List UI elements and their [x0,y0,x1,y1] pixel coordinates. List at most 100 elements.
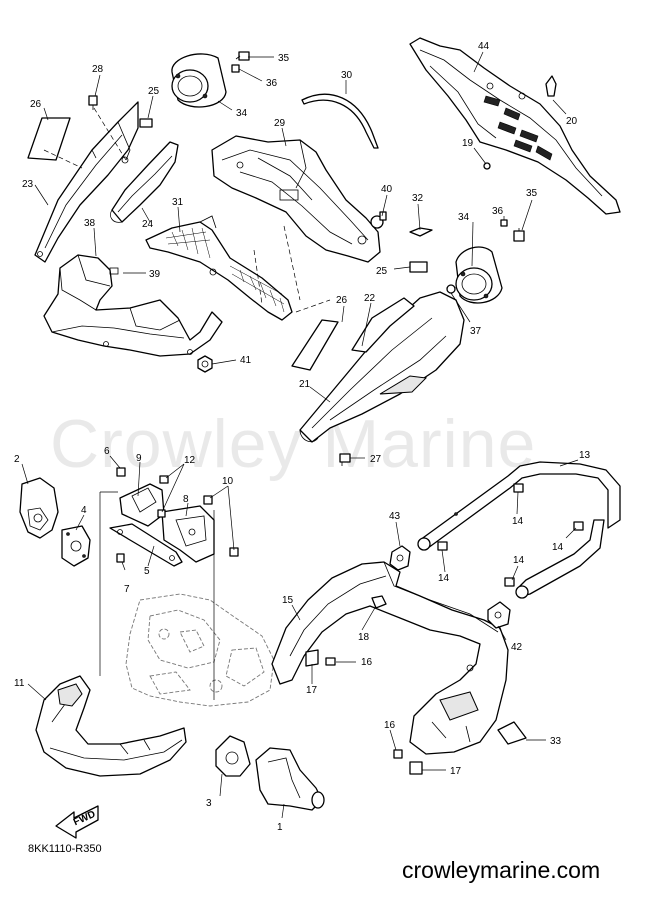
callout-16a: 16 [361,657,373,668]
callout-26a: 26 [30,99,42,110]
pad-25-right [409,261,428,273]
callout-44: 44 [478,41,490,52]
duct-1 [255,747,325,811]
callout-36b: 36 [492,206,504,217]
bolt-7 [116,553,125,563]
bolt-10a [203,495,213,505]
callout-27: 27 [370,454,382,465]
mesh-panel-31 [145,215,293,321]
callout-21: 21 [299,379,311,390]
nut-41 [197,355,213,373]
bolt-14a [513,483,524,493]
callout-22: 22 [364,293,376,304]
bolt-14d [504,577,515,587]
hull-cover-15 [271,561,509,755]
bolt-16b [393,749,403,759]
bolt-35-top [235,51,250,61]
callout-13: 13 [579,450,591,461]
bolt-6 [116,467,126,477]
callout-16b: 16 [384,720,396,731]
callout-41: 41 [240,355,252,366]
callout-25b: 25 [376,266,388,277]
callout-14b: 14 [552,542,564,553]
bolt-14b [573,521,584,531]
callout-14d: 14 [513,555,525,566]
cover-24 [110,141,179,223]
duct-ring-34-top [171,53,227,108]
bolt-14c [437,541,448,551]
washer-36-top [231,64,240,73]
callout-11: 11 [14,678,25,689]
stay-5 [109,523,183,567]
clip-17b [409,761,423,775]
callout-26b: 26 [336,295,348,306]
callout-1: 1 [277,822,283,833]
callout-25a: 25 [148,86,160,97]
callout-30: 30 [341,70,353,81]
callout-14c: 14 [438,573,450,584]
callout-35b: 35 [526,188,538,199]
callout-10: 10 [222,476,234,487]
decal-26-right [291,319,339,371]
callout-42: 42 [511,642,523,653]
clip-18 [371,595,387,609]
washer-36-right [500,219,508,227]
bolt-12b [157,509,166,518]
callout-18: 18 [358,632,370,643]
callout-37: 37 [470,326,482,337]
bolt-12a [159,475,169,484]
cap-42 [487,601,511,629]
callout-15: 15 [282,595,294,606]
fwd-arrow-icon: FWD [55,805,99,839]
callout-40: 40 [381,184,393,195]
bracket-3 [215,735,251,777]
decal-33 [497,721,527,745]
side-cover-21 [299,291,465,443]
pad-25-top [139,118,153,128]
callout-3: 3 [206,798,212,809]
callout-36a: 36 [266,78,278,89]
screw-28 [88,95,98,110]
callout-24: 24 [142,219,154,230]
lower-duct-38 [43,254,223,357]
callout-28: 28 [92,64,104,75]
callout-33: 33 [550,736,562,747]
lower-cover-11 [35,675,187,777]
callout-17a: 17 [306,685,318,696]
callout-39: 39 [149,269,161,280]
site-url: crowleymarine.com [402,857,601,883]
callout-32: 32 [412,193,424,204]
clip-17a [305,649,319,667]
bracket-9 [119,483,165,527]
bolt-35-right [513,228,525,242]
trim-strip-30 [301,93,379,149]
callout-20: 20 [566,116,578,127]
callout-14a: 14 [512,516,524,527]
top-cover-44 [409,37,621,215]
screw-27 [339,453,351,466]
callout-35a: 35 [278,53,290,64]
callout-2: 2 [14,454,20,465]
decal-22 [351,297,415,353]
side-cover-23 [34,101,139,263]
engine-frame-reference [125,593,275,707]
callout-7: 7 [124,584,130,595]
plate-4 [61,525,91,567]
clip-32 [409,227,433,237]
callout-6: 6 [104,446,110,457]
callout-38: 38 [84,218,96,229]
leader-lines [21,51,579,819]
bolt-40 [370,211,387,229]
callout-29: 29 [274,118,286,129]
callout-23: 23 [22,179,34,190]
grommet-19 [483,162,491,170]
callout-5: 5 [144,566,150,577]
decal-26-left [27,117,71,161]
callout-12: 12 [184,455,196,466]
callout-34b: 34 [458,212,470,223]
duct-ring-34-right [455,246,503,304]
bracket-8 [161,505,215,563]
callout-numbers: 1 2 3 4 5 6 7 8 9 10 11 12 13 14 14 14 1… [14,41,591,833]
callout-19: 19 [462,138,474,149]
